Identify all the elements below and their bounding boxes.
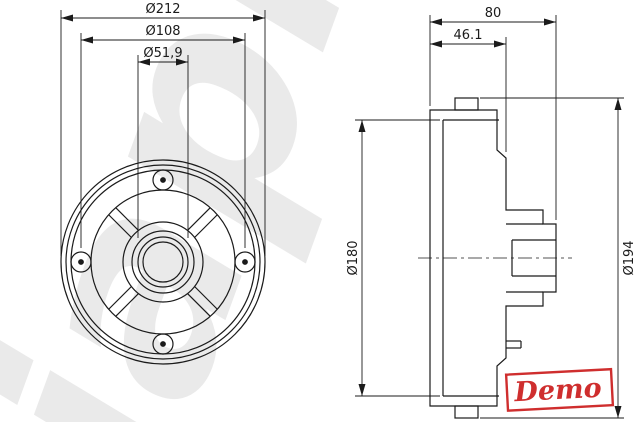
spoke-nw [108,207,139,238]
bolt-hole-bottom [152,333,174,355]
dimension-label-side-outer-dia: Ø194 [622,240,637,275]
dimension-side-depth: 80 [429,6,557,220]
demo-stamp-text: Demo [513,373,603,409]
rim-lug-bottom [454,405,479,419]
spoke-se [187,286,218,317]
dimension-side-outer-dia: Ø194 [480,97,637,419]
bolt-hole-top [152,169,174,191]
dimension-label-side-inner-dia: Ø180 [346,240,361,275]
dimension-front-outer: Ø212 [60,2,266,256]
hub-flange-circle [122,221,204,303]
dimension-label-side-depth: 80 [485,6,502,21]
side-view [418,97,572,419]
dimension-label-front-bore: Ø51,9 [143,46,182,61]
side-view-dimensions: 80 46.1 Ø180 Ø194 [346,6,637,419]
spoke-ne [187,207,218,238]
demo-stamp: Demo [504,367,615,412]
dimension-label-front-outer: Ø212 [145,2,180,17]
sensor-boss-detail [506,340,522,349]
rim-lug-top [454,97,479,111]
dimension-side-inner-depth: 46.1 [430,28,507,152]
dimension-front-bolt: Ø108 [80,24,246,248]
drum-outer-edge-circle [60,159,266,365]
demo-stamp-border [504,367,615,412]
bore-circle [137,236,189,288]
bolt-hole-left [70,251,92,273]
section-outer-profile [429,109,557,407]
hub-step-circle [131,230,195,294]
dimension-label-front-bolt: Ø108 [145,24,180,39]
front-view [60,159,266,365]
bolt-hole-right [234,251,256,273]
dimension-label-side-inner-depth: 46.1 [454,28,483,43]
dimension-side-inner-dia: Ø180 [346,119,440,397]
bore-inner-circle [142,241,184,283]
drum-rim-circle [65,164,261,360]
front-view-dimensions: Ø212 Ø108 Ø51,9 [60,2,266,256]
spoke-sw [108,286,139,317]
dimension-front-bore: Ø51,9 [137,46,189,238]
